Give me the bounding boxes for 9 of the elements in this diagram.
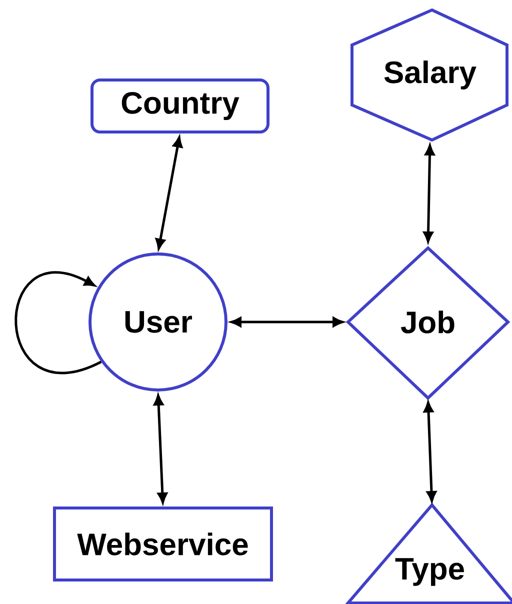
arrow: [154, 394, 168, 504]
arrow: [424, 402, 436, 502]
arrow: [230, 317, 344, 327]
circle-node: User: [88, 252, 228, 392]
rectangle-box: Webservice: [53, 506, 273, 582]
arrow: [423, 144, 435, 242]
rounded-box: Country: [90, 78, 270, 134]
arrow: [155, 136, 183, 250]
arrow: [14, 272, 102, 374]
